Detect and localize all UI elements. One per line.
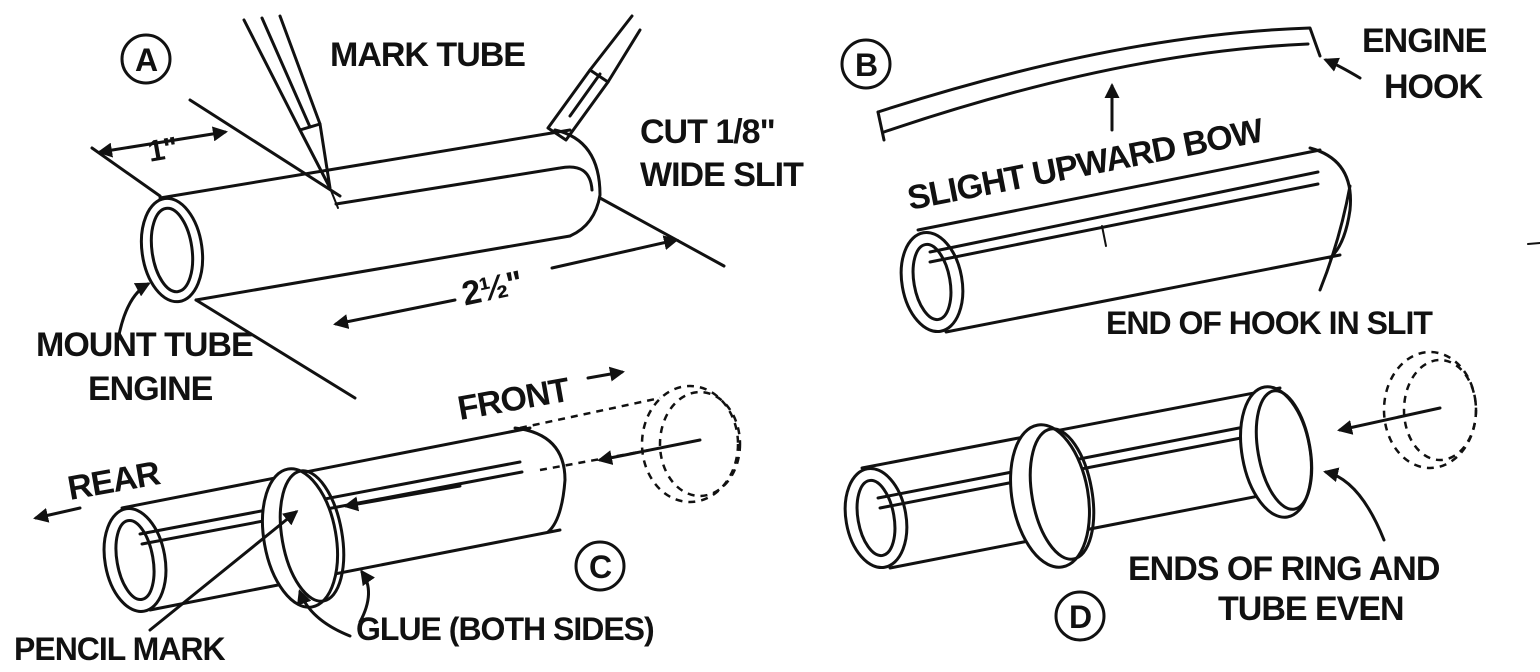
engine-hook-wire: [876, 26, 1322, 142]
engine-hook-pointer: [1323, 57, 1362, 80]
label-cut-line1: CUT 1/8": [640, 113, 775, 151]
label-mount-line2: ENGINE: [88, 370, 213, 408]
panel-d-badge-circle: [1054, 590, 1106, 642]
panel-c: C FRONT REAR: [14, 366, 742, 667]
panel-a-badge: A: [135, 42, 158, 78]
panel-d-badge: D: [1069, 599, 1091, 635]
label-mark-tube: MARK TUBE: [330, 36, 525, 74]
label-glue: GLUE (BOTH SIDES): [356, 611, 654, 647]
label-front: FRONT: [455, 371, 573, 428]
ring-d-rear: [1239, 385, 1314, 519]
hook-slit-pointer: [1318, 184, 1352, 292]
label-ends-line2: TUBE EVEN: [1218, 590, 1404, 628]
ends-even-pointer: [1323, 467, 1386, 542]
label-dim-2half: 2½": [458, 264, 525, 314]
dashed-ring-c: [519, 384, 742, 504]
knife-illustration: [546, 14, 642, 142]
label-upward-bow: SLIGHT UPWARD BOW: [904, 111, 1267, 218]
label-engine-line2: HOOK: [1384, 68, 1483, 106]
label-mount-line1: MOUNT TUBE: [36, 326, 253, 364]
tube-b: [899, 146, 1352, 334]
label-hook-end: END OF HOOK IN SLIT: [1106, 305, 1433, 341]
panel-d: D ENDS OF RING AND TUBE EVEN: [843, 350, 1478, 642]
label-engine-line1: ENGINE: [1362, 22, 1487, 60]
tube-c: [102, 426, 567, 613]
label-pencil-mark: PENCIL MARK: [14, 631, 226, 667]
panel-b-badge-circle: [840, 38, 892, 90]
edge-tick: [1527, 242, 1540, 245]
pencil-mark-pointer: [148, 510, 299, 632]
front-arrow: [586, 366, 625, 382]
tube-a: [139, 128, 602, 304]
glue-pointer-1: [358, 569, 376, 624]
ring-c: [261, 467, 346, 609]
panel-a: A: [36, 14, 805, 408]
panel-c-badge-circle: [574, 540, 626, 592]
panel-b: B ENGINE HOOK SLIGHT UPWARD BOW END OF H…: [840, 22, 1488, 341]
ring-d-front: [1009, 423, 1096, 569]
rear-arrow: [33, 506, 82, 523]
label-rear: REAR: [65, 454, 163, 508]
panel-b-badge: B: [855, 47, 877, 83]
panel-a-badge-circle: [120, 33, 172, 85]
label-ends-line1: ENDS OF RING AND: [1128, 550, 1440, 588]
pencil-illustration: [242, 14, 339, 209]
label-cut-line2: WIDE SLIT: [640, 156, 804, 194]
label-dim-1in: 1": [145, 131, 179, 169]
dimension-lines-a: [90, 98, 726, 400]
dashed-ring-d: [1337, 350, 1478, 470]
glue-pointer-2: [296, 589, 352, 638]
panel-c-badge: C: [589, 549, 612, 585]
